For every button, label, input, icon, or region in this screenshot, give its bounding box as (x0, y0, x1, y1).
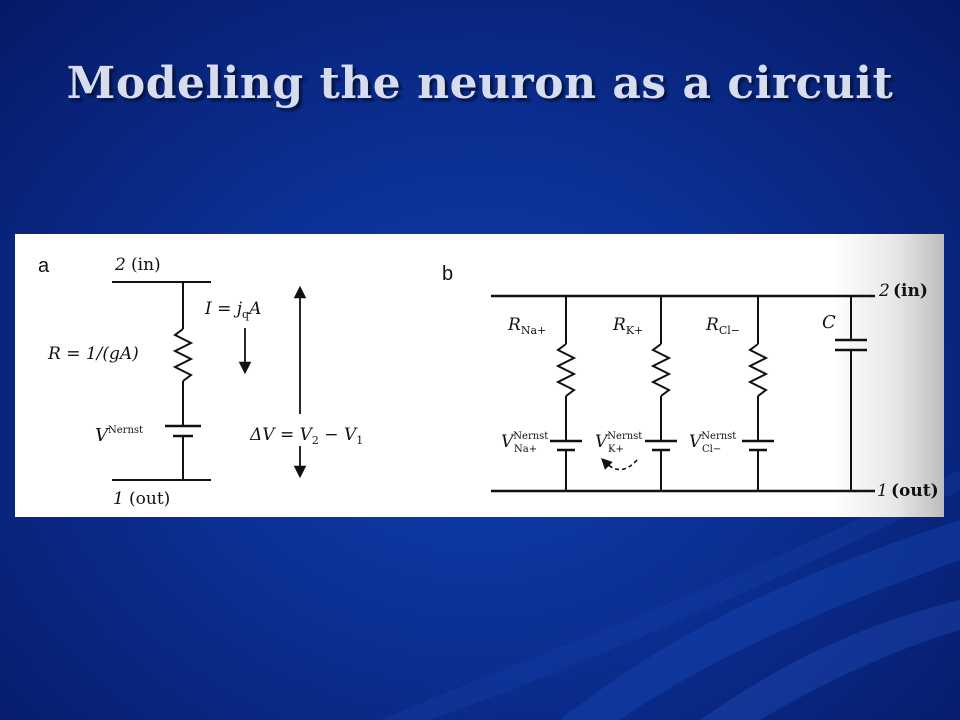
panel-b-letter: b (442, 263, 453, 285)
branch-na-v-sub: Na+ (514, 444, 537, 455)
branch-k-v-sup: Nernst (607, 431, 642, 442)
panel-a-resistor (172, 328, 194, 382)
panel-a-resistor-label: R = 1/(gA) (47, 344, 139, 364)
branch-cl-v-sub: Cl− (702, 444, 721, 455)
branch-k-dashed-arrow (601, 458, 638, 471)
branch-cl: RCl− VNernst Cl− (689, 296, 774, 491)
branch-cl-v: V (689, 432, 703, 452)
panel-a-node-out-label: (out) (129, 489, 170, 509)
panel-a-current-tail: A (247, 299, 261, 319)
panel-a-current-text: I = j (204, 299, 243, 319)
panel-a-node-in-num: 2 (114, 255, 126, 275)
branch-k-r-label: RK+ (612, 315, 643, 337)
panel-a-deltav-sub1: 1 (356, 434, 363, 447)
panel-a-battery-label: VNernst (95, 425, 143, 446)
panel-a-battery-sup: Nernst (108, 425, 143, 436)
branch-cl-v-label: VNernst (689, 431, 736, 452)
branch-na-r-sub: Na+ (521, 324, 546, 337)
panel-a-current-label: I = jqA (204, 299, 261, 321)
panel-b: b 2 (in) 1 (out) RNa+ VNernst Na+ (442, 263, 939, 501)
branch-na-v: V (501, 432, 515, 452)
branch-k-r: R (612, 315, 626, 335)
circuit-figure: a 2 (in) 1 (out) R = 1/(gA) I = jqA (15, 234, 944, 517)
branch-k-v-sub: K+ (608, 444, 624, 455)
panel-a-deltav-label: ΔV = V2 − V1 (249, 425, 363, 447)
branch-na-r-label: RNa+ (507, 315, 546, 337)
branch-na-resistor (555, 343, 577, 397)
branch-k-resistor (650, 343, 672, 397)
branch-k-r-sub: K+ (626, 324, 643, 337)
branch-cl-r-label: RCl− (705, 315, 740, 337)
panel-a-battery-v: V (95, 425, 110, 446)
branch-k-v: V (595, 432, 609, 452)
circuit-diagram: a 2 (in) 1 (out) R = 1/(gA) I = jqA (38, 255, 939, 509)
slide-title: Modeling the neuron as a circuit (66, 58, 894, 109)
branch-cl-r-sub: Cl− (719, 324, 740, 337)
branch-cl-resistor (747, 343, 769, 397)
panel-a-node-out-num: 1 (113, 489, 124, 509)
branch-na: RNa+ VNernst Na+ (501, 296, 582, 491)
panel-a-letter: a (38, 255, 50, 277)
branch-na-v-label: VNernst (501, 431, 548, 452)
panel-a-deltav-sub2: 2 (312, 434, 319, 447)
branch-k-v-label: VNernst (595, 431, 642, 452)
capacitor-branch: C (822, 296, 867, 491)
branch-k: RK+ VNernst K+ (595, 296, 677, 491)
panel-a-deltav-mid: − V (319, 425, 358, 445)
panel-a: a 2 (in) 1 (out) R = 1/(gA) I = jqA (38, 255, 363, 509)
panel-b-node-in-num: 2 (878, 281, 890, 301)
panel-b-node-out-label: (out) (891, 481, 939, 501)
branch-cl-r: R (705, 315, 719, 335)
capacitor-label: C (822, 312, 836, 333)
branch-cl-v-sup: Nernst (701, 431, 736, 442)
panel-b-node-in-label: (in) (893, 281, 928, 301)
panel-a-current-sub: q (242, 308, 249, 321)
panel-a-deltav-text: ΔV = V (249, 425, 314, 445)
branch-na-r: R (507, 315, 521, 335)
panel-a-node-in-label: (in) (131, 255, 161, 275)
panel-b-node-out-num: 1 (877, 481, 888, 501)
branch-na-v-sup: Nernst (513, 431, 548, 442)
